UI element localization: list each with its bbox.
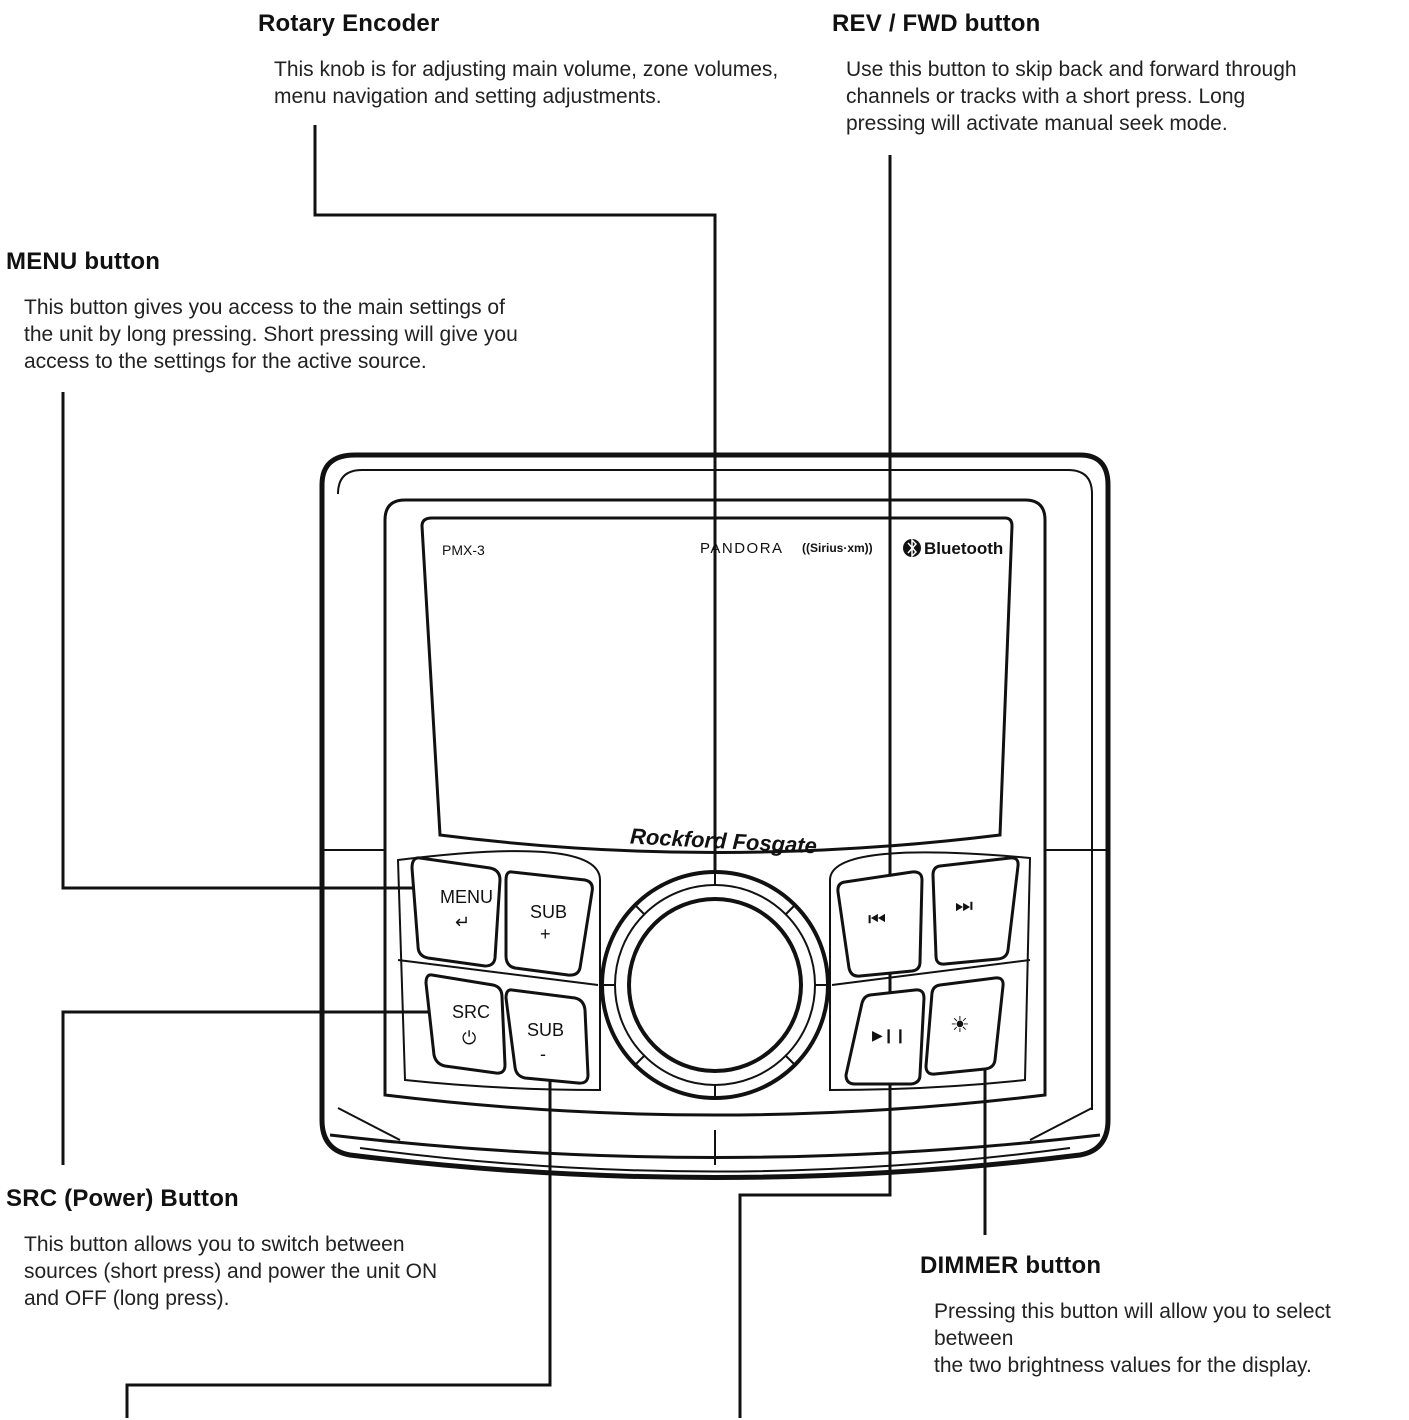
dimmer-callout: DIMMER button Pressing this button will …: [920, 1252, 1409, 1379]
rev-fwd-title: REV / FWD button: [832, 10, 1041, 37]
menu-button-label: MENU: [440, 887, 493, 907]
rev-fwd-desc-line: pressing will activate manual seek mode.: [846, 112, 1228, 135]
rev-fwd-desc-line: Use this button to skip back and forward…: [846, 58, 1297, 81]
rotary-leader: [313, 125, 717, 905]
sub-minus-label: SUB: [527, 1020, 564, 1040]
play-pause-button[interactable]: ▶❙❙: [844, 988, 926, 1086]
minus-icon: -: [540, 1044, 546, 1064]
outer-housing: [319, 452, 1111, 1180]
sun-icon: ☀: [950, 1012, 970, 1037]
menu-button[interactable]: MENU ↵: [410, 856, 502, 968]
menu-leader: [61, 392, 430, 890]
back-arrow-icon: ↵: [455, 912, 470, 932]
power-icon: ⏻: [462, 1028, 476, 1048]
revfwd-leader: [738, 155, 892, 1418]
rev-button[interactable]: ⏮: [836, 870, 924, 978]
siriusxm-logo: ((Sirius·xm)): [802, 541, 873, 555]
fwd-button[interactable]: ⏭: [931, 856, 1020, 966]
src-power-button[interactable]: SRC ⏻: [424, 973, 507, 1075]
menu-button-title: MENU button: [6, 248, 161, 275]
dimmer-button[interactable]: ☀: [924, 976, 1005, 1076]
play-pause-icon: ▶❙❙: [872, 1027, 906, 1044]
src-power-title: SRC (Power) Button: [6, 1185, 239, 1212]
bluetooth-logo: Bluetooth: [924, 539, 1003, 558]
menu-button-desc-line: the unit by long pressing. Short pressin…: [24, 323, 518, 346]
rotary-encoder-title: Rotary Encoder: [258, 10, 440, 37]
rotary-encoder-desc-line: menu navigation and setting adjustments.: [274, 85, 662, 108]
menu-button-callout: MENU button This button gives you access…: [6, 248, 518, 375]
rev-fwd-desc-line: channels or tracks with a short press. L…: [846, 85, 1246, 108]
dimmer-title: DIMMER button: [920, 1252, 1102, 1279]
menu-button-desc-line: This button gives you access to the main…: [24, 296, 505, 319]
rotary-encoder-knob[interactable]: [600, 870, 830, 1100]
dimmer-desc-line: the two brightness values for the displa…: [934, 1354, 1312, 1377]
rev-fwd-callout: REV / FWD button Use this button to skip…: [832, 10, 1297, 137]
src-power-desc-line: This button allows you to switch between: [24, 1233, 405, 1256]
src-button-label: SRC: [452, 1002, 490, 1022]
src-power-callout: SRC (Power) Button This button allows yo…: [6, 1185, 437, 1312]
display-screen: [420, 516, 1014, 854]
pandora-logo: PANDORA: [700, 540, 784, 557]
model-label: PMX-3: [442, 542, 485, 558]
src-power-desc-line: and OFF (long press).: [24, 1287, 230, 1310]
sub-minus-leader: [125, 1025, 552, 1418]
sub-plus-label: SUB: [530, 902, 567, 922]
skip-back-icon: ⏮: [868, 909, 886, 931]
dimmer-desc-line: Pressing this button will allow you to s…: [934, 1300, 1331, 1350]
inner-bezel: [383, 498, 1047, 1117]
rotary-encoder-desc-line: This knob is for adjusting main volume, …: [274, 58, 779, 81]
sub-plus-button[interactable]: SUB +: [504, 870, 594, 977]
plus-icon: +: [540, 924, 551, 944]
skip-forward-icon: ⏭: [955, 895, 973, 917]
rotary-encoder-callout: Rotary Encoder This knob is for adjustin…: [258, 10, 778, 110]
sub-minus-button[interactable]: SUB -: [504, 988, 590, 1085]
src-power-desc-line: sources (short press) and power the unit…: [24, 1260, 438, 1283]
menu-button-desc-line: access to the settings for the active so…: [24, 350, 427, 373]
bluetooth-icon: [903, 538, 921, 558]
